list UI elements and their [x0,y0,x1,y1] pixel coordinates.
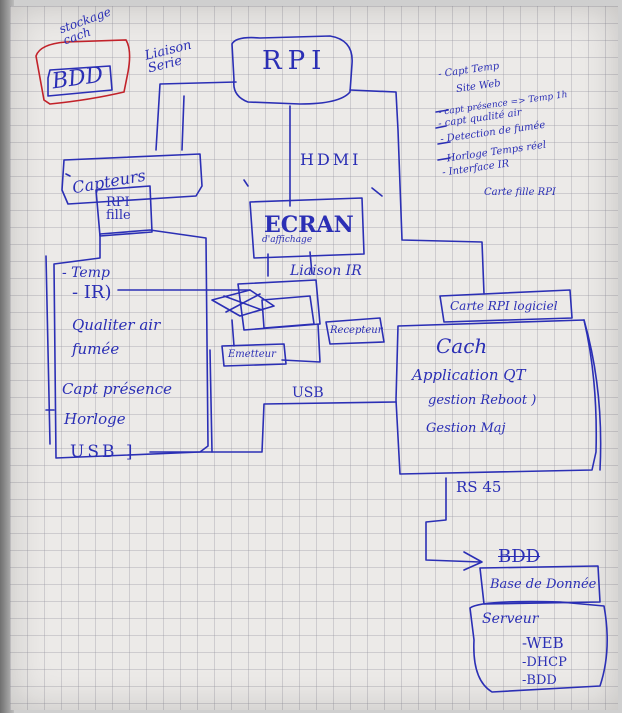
recepteur-label: Recepteur [330,326,383,336]
serveur-label: Serveur [482,612,538,626]
ecran-sub-label: d'affichage [262,236,312,245]
gestion-maj-label: Gestion Maj [426,422,506,435]
dhcp-label: -DHCP [522,656,567,669]
rs45-label: RS 45 [456,480,501,495]
gestion-reboot-label: gestion Reboot ) [428,394,536,407]
note-item: Carte fille RPI [484,188,556,198]
bdd-bottom-label: BDD [498,548,540,566]
hdmi-label: HDMI [300,152,361,168]
qualite-air-label: Qualiter air [72,318,160,333]
rpi-fille-label: RPI fille [106,196,131,222]
usb-left-label: USB ] [70,444,136,461]
cach-label: Cach [436,336,487,356]
temp-label: - Temp [62,266,110,280]
application-qt-label: Application QT [412,368,526,383]
horloge-label: Horloge [64,412,126,427]
ecran-label: ECRAN [264,214,354,236]
capt-presence-label: Capt présence [62,382,172,397]
ir-label: - IR) [72,284,112,302]
base-de-donnee-label: Base de Donnée [490,578,596,591]
liaison-ir-label: Liaison IR [290,264,362,278]
fumee-label: fumée [72,342,119,357]
emetteur-label: Emetteur [228,350,276,360]
bdd-srv-label: -BDD [522,674,557,687]
web-label: -WEB [522,636,564,651]
carte-rpi-logiciel-label: Carte RPI logiciel [450,300,558,312]
usb-mid-label: USB [292,386,324,400]
rpi-label: RPI [262,48,327,74]
